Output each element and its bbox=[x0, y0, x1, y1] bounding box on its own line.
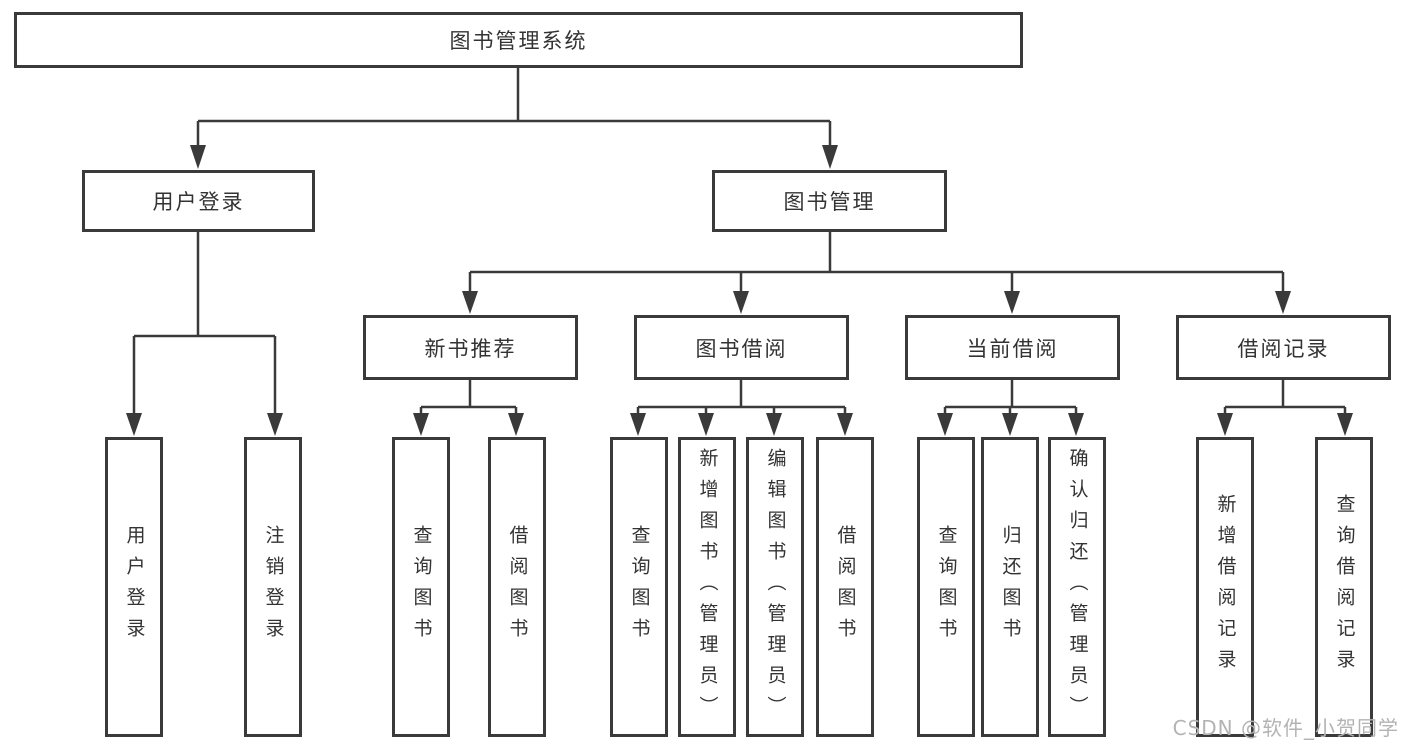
leaf-edit-book-admin-label: 编辑图书（管理员） bbox=[764, 447, 787, 727]
leaf-borrow-books-borrowing: 借阅图书 bbox=[816, 437, 874, 737]
connector-borrow-records-children bbox=[1217, 380, 1353, 436]
leaf-query-books-borrowing-label: 查询图书 bbox=[628, 525, 651, 649]
leaf-edit-book-admin: 编辑图书（管理员） bbox=[746, 437, 804, 737]
leaf-add-book-admin: 新增图书（管理员） bbox=[678, 437, 736, 737]
node-borrowing-records-label: 借阅记录 bbox=[1237, 336, 1330, 361]
leaf-return-books-label: 归还图书 bbox=[999, 525, 1022, 649]
leaf-logout: 注销登录 bbox=[244, 437, 302, 737]
node-book-borrowing: 图书借阅 bbox=[634, 315, 849, 380]
leaf-borrow-books-borrowing-label: 借阅图书 bbox=[834, 525, 857, 649]
leaf-query-books-recommend: 查询图书 bbox=[392, 437, 450, 737]
node-current-borrowing: 当前借阅 bbox=[905, 315, 1120, 380]
node-borrowing-records: 借阅记录 bbox=[1176, 315, 1391, 380]
node-book-management-label: 图书管理 bbox=[783, 190, 876, 214]
connector-book-borrow-children bbox=[630, 380, 853, 436]
leaf-query-books-recommend-label: 查询图书 bbox=[410, 525, 433, 649]
node-new-book-recommend-label: 新书推荐 bbox=[424, 336, 517, 361]
leaf-return-books: 归还图书 bbox=[981, 437, 1039, 737]
node-user-login: 用户登录 bbox=[82, 170, 315, 232]
connector-new-book-rec-children bbox=[413, 380, 524, 436]
node-root-system-label: 图书管理系统 bbox=[449, 29, 588, 53]
leaf-query-borrow-record-label: 查询借阅记录 bbox=[1333, 494, 1356, 680]
node-new-book-recommend: 新书推荐 bbox=[363, 315, 578, 380]
leaf-add-borrow-record-label: 新增借阅记录 bbox=[1214, 494, 1237, 680]
connector-user-login-children bbox=[126, 232, 283, 436]
connector-book-mgmt-children bbox=[462, 232, 1291, 314]
watermark: CSDN @软件_小贺同学 bbox=[1172, 716, 1399, 740]
leaf-confirm-return-admin: 确认归还（管理员） bbox=[1048, 437, 1106, 737]
leaf-user-login-label: 用户登录 bbox=[123, 525, 146, 649]
leaf-borrow-books-recommend-label: 借阅图书 bbox=[506, 525, 529, 649]
node-root-system: 图书管理系统 bbox=[14, 12, 1023, 68]
leaf-query-borrow-record: 查询借阅记录 bbox=[1315, 437, 1373, 737]
connector-current-borrow-children bbox=[937, 380, 1084, 436]
leaf-user-login: 用户登录 bbox=[105, 437, 163, 737]
leaf-borrow-books-recommend: 借阅图书 bbox=[488, 437, 546, 737]
connector-root-to-branches bbox=[190, 68, 838, 169]
leaf-add-book-admin-label: 新增图书（管理员） bbox=[696, 447, 719, 727]
node-book-borrowing-label: 图书借阅 bbox=[695, 336, 788, 361]
node-user-login-label: 用户登录 bbox=[152, 190, 245, 214]
leaf-add-borrow-record: 新增借阅记录 bbox=[1196, 437, 1254, 737]
leaf-query-books-current: 查询图书 bbox=[917, 437, 975, 737]
node-book-management: 图书管理 bbox=[712, 170, 947, 232]
leaf-query-books-current-label: 查询图书 bbox=[935, 525, 958, 649]
node-current-borrowing-label: 当前借阅 bbox=[966, 336, 1059, 361]
leaf-query-books-borrowing: 查询图书 bbox=[610, 437, 668, 737]
leaf-logout-label: 注销登录 bbox=[262, 525, 285, 649]
leaf-confirm-return-admin-label: 确认归还（管理员） bbox=[1066, 447, 1089, 727]
